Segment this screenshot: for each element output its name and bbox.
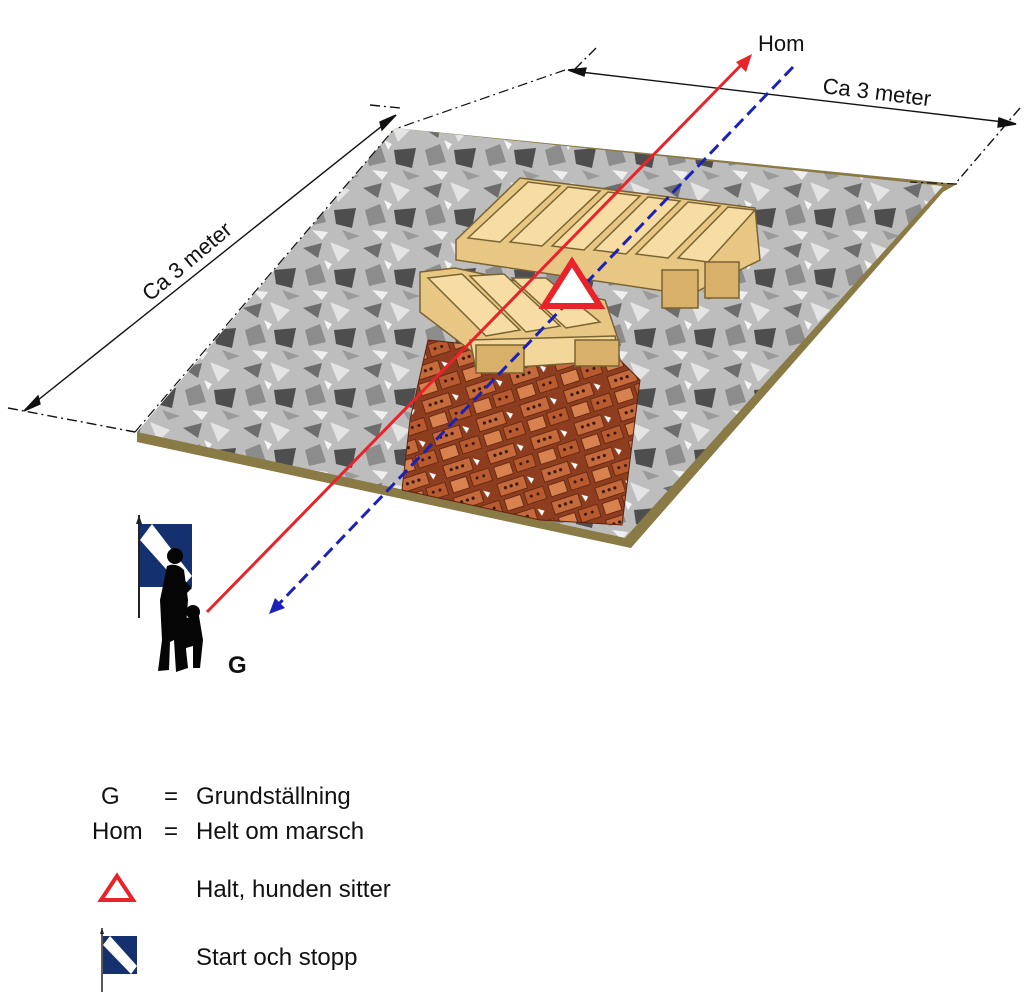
brick-pile (401, 339, 641, 526)
dimension-lines (7, 47, 1021, 433)
hom-label: Hom (758, 31, 804, 56)
forward-path (205, 54, 752, 614)
length-dimension-label: Ca 3 meter (137, 217, 236, 306)
width-dimension-label: Ca 3 meter (821, 73, 932, 111)
halt-triangle-icon (538, 256, 606, 309)
return-path (269, 65, 795, 614)
g-label: G (228, 652, 247, 679)
legend-flag-icon (100, 928, 137, 992)
legend-triangle-icon (97, 872, 137, 902)
length-dimension-arrow (23, 114, 397, 412)
handler-with-dog-silhouette (158, 548, 203, 672)
width-dimension-arrow (567, 67, 1017, 128)
